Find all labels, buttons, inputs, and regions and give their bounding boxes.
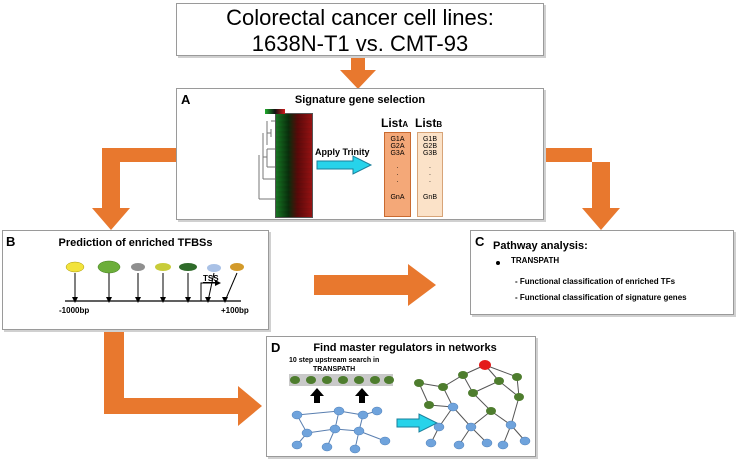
panel-d-note-2: TRANSPATH xyxy=(313,366,356,373)
right-network-blue-nodes xyxy=(425,402,531,450)
list-a-title: ListA xyxy=(381,116,409,130)
arrow-a-to-b xyxy=(92,148,186,230)
tf-pin-0 xyxy=(65,261,85,273)
list-a-item: G2A xyxy=(390,143,405,150)
tf-pin-6 xyxy=(230,263,244,271)
tf-pin-3 xyxy=(155,263,171,271)
list-b-item: . xyxy=(429,170,431,177)
list-b: G1B G2B G3B . . . GnB xyxy=(417,132,443,217)
apply-trinity-label: Apply Trinity xyxy=(315,147,370,157)
panel-c-bullet: TRANSPATH xyxy=(511,256,560,265)
list-a-item: G1A xyxy=(390,136,405,143)
heatmap-overlay xyxy=(276,114,312,217)
heatmap-legend xyxy=(265,109,285,114)
panel-c-sub1: - Functional classification of enriched … xyxy=(515,277,676,286)
list-b-item: G1B xyxy=(422,136,437,143)
tss-arrow xyxy=(200,282,215,301)
search-arrow-left xyxy=(310,388,324,403)
list-b-item: . xyxy=(429,163,431,170)
panel-d-note-1: 10 step upstream search in xyxy=(289,357,380,364)
panel-c-sub2: - Functional classification of signature… xyxy=(515,293,687,302)
tf-pin-1 xyxy=(97,260,121,274)
dendrogram xyxy=(258,120,275,200)
panel-c-letter: C xyxy=(475,234,485,249)
panel-d-letter: D xyxy=(271,340,281,355)
list-a-item: . xyxy=(396,177,399,184)
panel-a: A Signature gene selection Apply Trinity… xyxy=(176,88,544,220)
panel-c-title: Pathway analysis: xyxy=(493,240,588,252)
right-network-green-nodes xyxy=(414,371,524,415)
network-diagrams xyxy=(289,360,531,454)
arrow-header-to-a xyxy=(340,50,376,89)
left-bp-label: -1000bp xyxy=(59,306,90,315)
trinity-arrow xyxy=(316,155,373,175)
list-b-item: GnB xyxy=(422,194,437,201)
panel-a-letter: A xyxy=(181,92,191,107)
panel-b: B Prediction of enriched TFBSs TSS -1000… xyxy=(2,230,269,330)
list-b-item: G2B xyxy=(422,143,437,150)
panel-d-title: Find master regulators in networks xyxy=(313,342,497,354)
panel-c: C Pathway analysis: TRANSPATH - Function… xyxy=(470,230,734,315)
list-a-item: . xyxy=(396,163,399,170)
panel-b-title: Prediction of enriched TFBSs xyxy=(58,237,213,249)
tf-pin-4 xyxy=(179,263,197,271)
left-network-nodes xyxy=(291,406,391,454)
list-a-item: G3A xyxy=(390,150,405,157)
list-b-title: ListB xyxy=(415,116,443,130)
master-regulator-node xyxy=(479,360,491,370)
tf-pin-5 xyxy=(207,264,221,272)
arrow-a-to-c xyxy=(542,148,620,230)
search-arrow-right xyxy=(355,388,369,403)
list-a-item: GnA xyxy=(390,194,405,201)
list-b-item: . xyxy=(429,177,431,184)
bullet-dot xyxy=(496,261,500,265)
tf-pin-2 xyxy=(131,263,145,271)
tss-label: TSS xyxy=(203,274,219,283)
upstream-nodes xyxy=(290,376,394,384)
tfbs-diagram xyxy=(65,260,244,303)
panel-d: D Find master regulators in networks 10 … xyxy=(266,336,536,457)
arrow-b-to-c xyxy=(314,264,436,306)
right-bp-label: +100bp xyxy=(221,306,249,315)
list-a: G1A G2A G3A . . . GnA xyxy=(384,132,411,217)
list-a-item: . xyxy=(396,170,399,177)
panel-a-title: Signature gene selection xyxy=(294,94,426,106)
list-b-item: G3B xyxy=(422,150,437,157)
arrow-b-to-d xyxy=(104,330,262,426)
network-arrow xyxy=(396,413,439,433)
header-box: Colorectal cancer cell lines: 1638N-T1 v… xyxy=(176,3,544,56)
header-line1: Colorectal cancer cell lines: xyxy=(226,5,494,30)
panel-b-letter: B xyxy=(6,234,16,249)
header-line2: 1638N-T1 vs. CMT-93 xyxy=(251,31,469,56)
